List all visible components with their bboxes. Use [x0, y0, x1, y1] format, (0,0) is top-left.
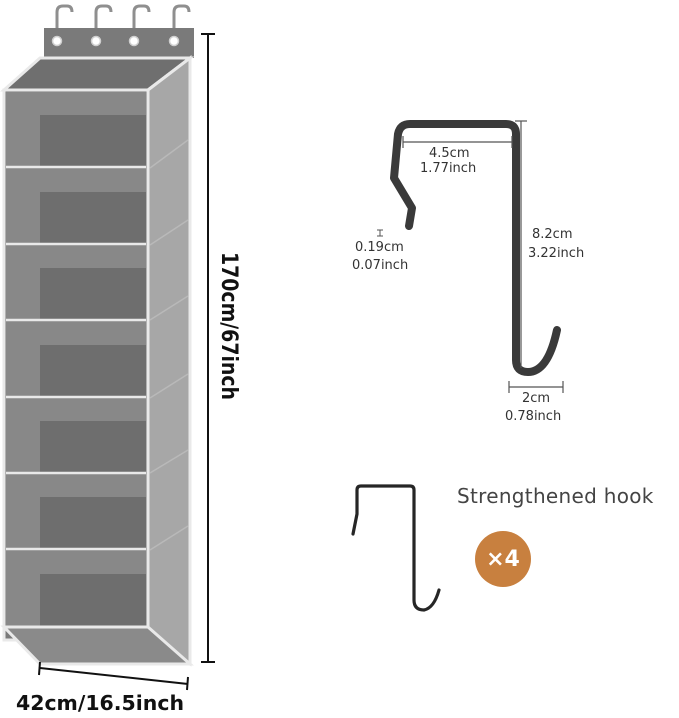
hook-bottom-width-inch: 0.78inch — [505, 409, 561, 424]
hook-height-inch: 3.22inch — [528, 246, 584, 261]
side-seams — [149, 139, 189, 551]
hook-diagram-icon — [390, 120, 561, 376]
hook-bottom-width-cm: 2cm — [522, 391, 550, 406]
height-dimension — [201, 33, 215, 663]
hook-bottom-width-dimension — [508, 381, 564, 393]
door-hook-1 — [55, 4, 74, 28]
grommet — [90, 35, 102, 47]
shelf-trims — [6, 165, 146, 551]
hook-top-width-dimension — [402, 136, 513, 148]
hook-thickness-cm: 0.19cm — [355, 240, 404, 255]
shelf-face — [6, 244, 146, 320]
shelf-face — [6, 92, 146, 167]
organizer-bottom — [0, 625, 194, 666]
hook-height-dimension — [515, 120, 527, 368]
compartments — [6, 92, 146, 627]
organizer-side-panel — [146, 54, 192, 667]
strengthened-hook-caption: Strengthened hook — [457, 484, 654, 508]
shelf-face — [6, 320, 146, 397]
hanging-organizer — [0, 54, 195, 667]
hanging-strap — [44, 28, 194, 58]
hook-top-width-cm: 4.5cm — [429, 146, 470, 161]
strengthened-hook-icon — [351, 484, 441, 612]
grommet — [128, 35, 140, 47]
width-dimension — [38, 661, 189, 691]
grommet — [168, 35, 180, 47]
door-hook-3 — [132, 4, 151, 28]
shelf-face — [6, 549, 146, 627]
height-label: 170cm/67inch — [216, 252, 241, 400]
hook-top-width-inch: 1.77inch — [420, 161, 476, 176]
hook-height-cm: 8.2cm — [532, 227, 573, 242]
door-hook-2 — [94, 4, 113, 28]
width-label: 42cm/16.5inch — [16, 691, 184, 715]
hook-thickness-marker — [377, 229, 383, 237]
shelf-face — [6, 167, 146, 244]
door-hook-4 — [172, 4, 191, 28]
grommet — [51, 35, 63, 47]
door-hooks — [55, 4, 191, 28]
shelf-face — [6, 473, 146, 549]
shelf-face — [6, 397, 146, 473]
quantity-badge: ×4 — [475, 531, 531, 587]
hook-thickness-inch: 0.07inch — [352, 258, 408, 273]
grommets — [51, 35, 180, 47]
